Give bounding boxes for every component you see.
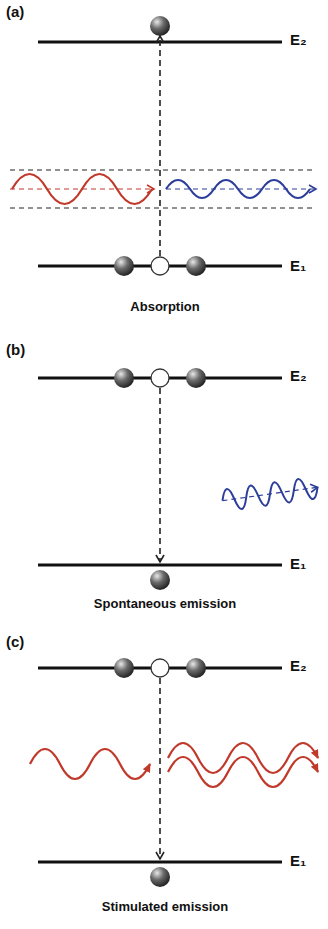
absorption-panel: [10, 16, 316, 276]
panel-letter: (b): [6, 342, 25, 359]
panel-caption: Absorption: [130, 300, 199, 314]
panel-letter: (c): [6, 634, 24, 651]
energy-level-label: E₂: [290, 32, 307, 49]
energy-level-label: E₂: [290, 658, 307, 675]
panel-caption: Spontaneous emission: [94, 597, 236, 611]
energy-level-label: E₂: [290, 368, 307, 385]
panel-letter: (a): [6, 4, 24, 21]
energy-level-label: E₁: [290, 853, 306, 870]
energy-level-label: E₁: [290, 556, 306, 573]
energy-level-label: E₁: [290, 258, 306, 275]
spontaneous-panel: [38, 368, 319, 590]
stimulated-panel: [30, 658, 318, 887]
panel-caption: Stimulated emission: [102, 900, 228, 914]
